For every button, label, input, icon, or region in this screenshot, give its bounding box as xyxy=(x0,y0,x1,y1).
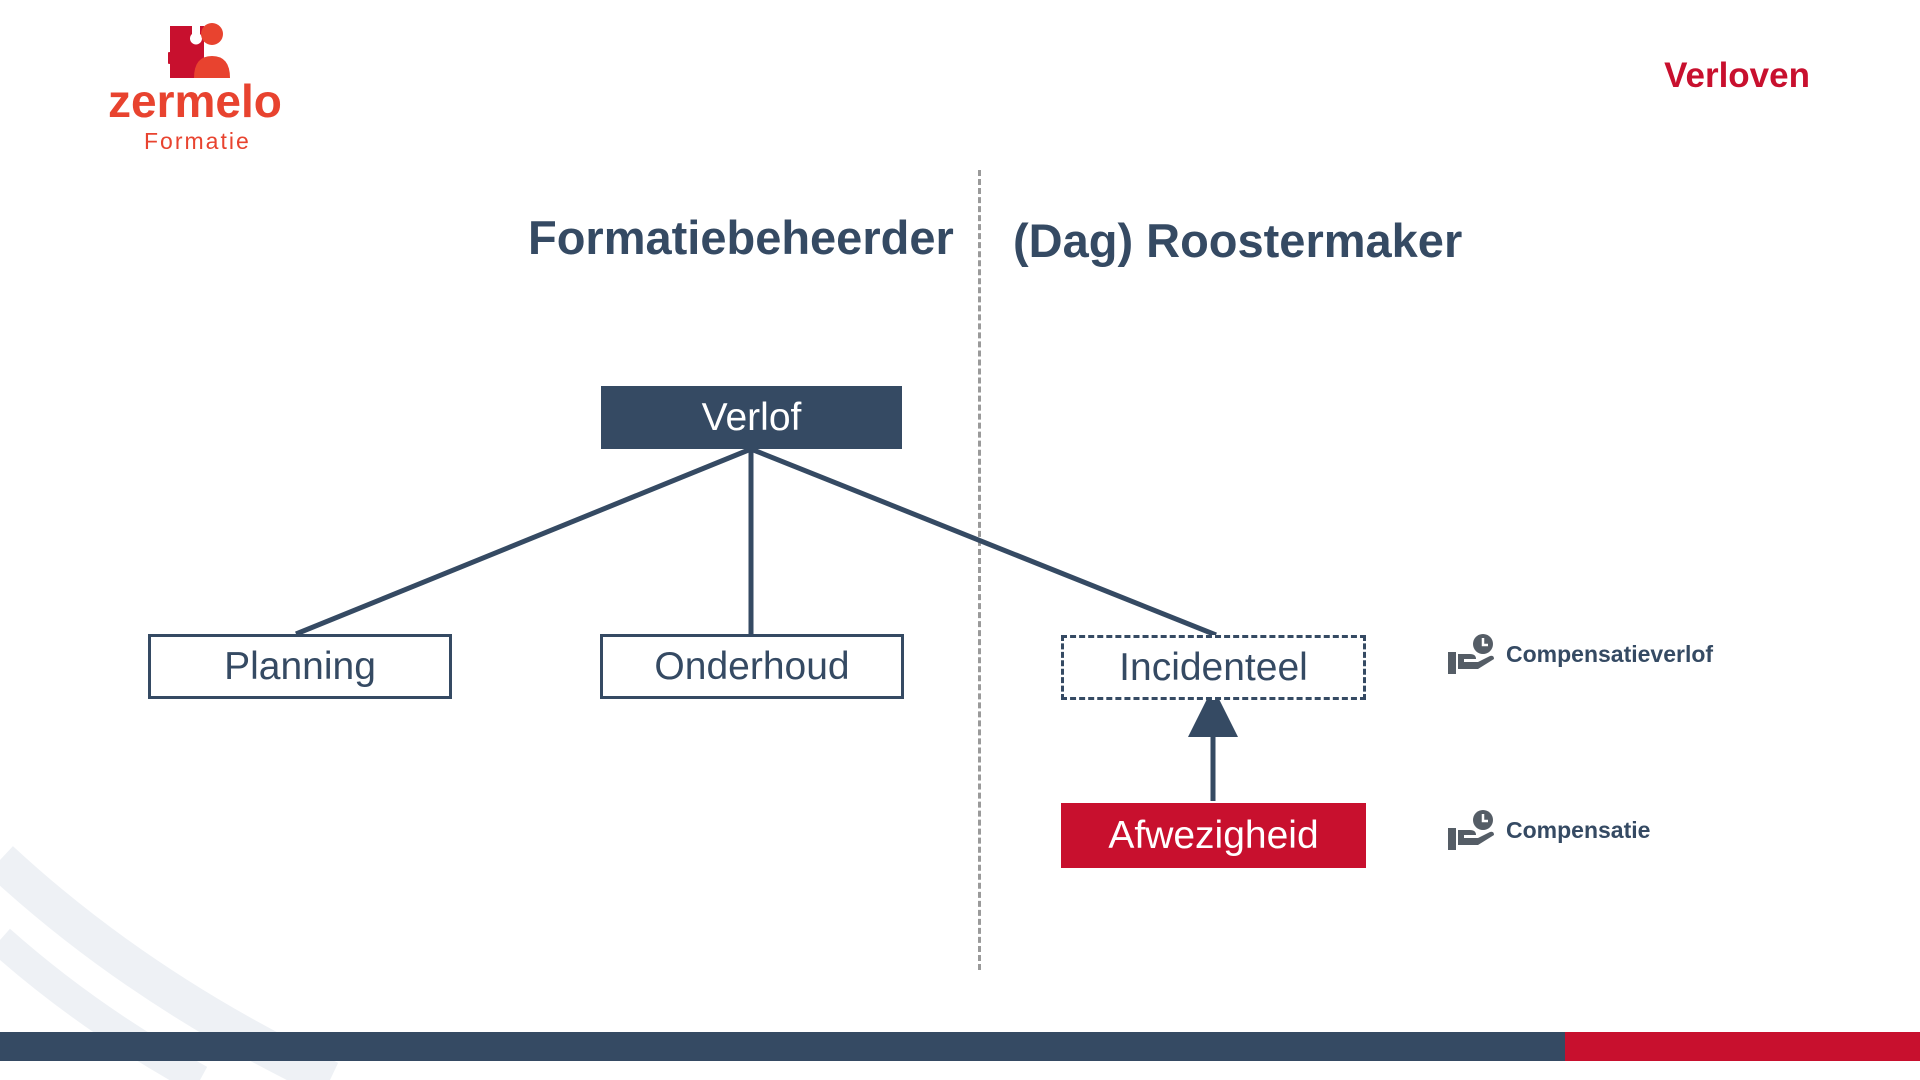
node-incidenteel: Incidenteel xyxy=(1061,635,1366,700)
heading-roostermaker: (Dag) Roostermaker xyxy=(1013,214,1463,267)
footer-bar-navy xyxy=(0,1032,1565,1061)
side-item-label: Compensatieverlof xyxy=(1506,640,1714,667)
hand-clock-icon xyxy=(1448,810,1494,850)
edge-verlof-incidenteel xyxy=(750,446,1217,638)
logo-wordmark: zermelo xyxy=(108,75,282,127)
footer-bar-red xyxy=(1565,1032,1920,1061)
node-afwezigheid: Afwezigheid xyxy=(1061,803,1366,868)
column-divider xyxy=(978,170,981,970)
edge-verlof-planning xyxy=(295,446,752,637)
heading-formatiebeheerder: Formatiebeheerder xyxy=(528,211,954,264)
puzzle-person-icon xyxy=(168,23,230,78)
node-onderhoud: Onderhoud xyxy=(600,634,904,699)
side-item-compensatie: Compensatie xyxy=(1446,808,1650,852)
node-planning: Planning xyxy=(148,634,452,699)
arc-inner xyxy=(0,928,208,1080)
section-title: Verloven xyxy=(1664,56,1810,95)
node-verlof: Verlof xyxy=(601,386,902,449)
side-item-label: Compensatie xyxy=(1506,816,1651,843)
logo-subtitle: Formatie xyxy=(144,128,251,154)
hand-clock-icon xyxy=(1448,634,1494,674)
zermelo-logo: zermelo Formatie xyxy=(100,14,310,154)
side-item-compensatieverlof: Compensatieverlof xyxy=(1446,632,1713,676)
